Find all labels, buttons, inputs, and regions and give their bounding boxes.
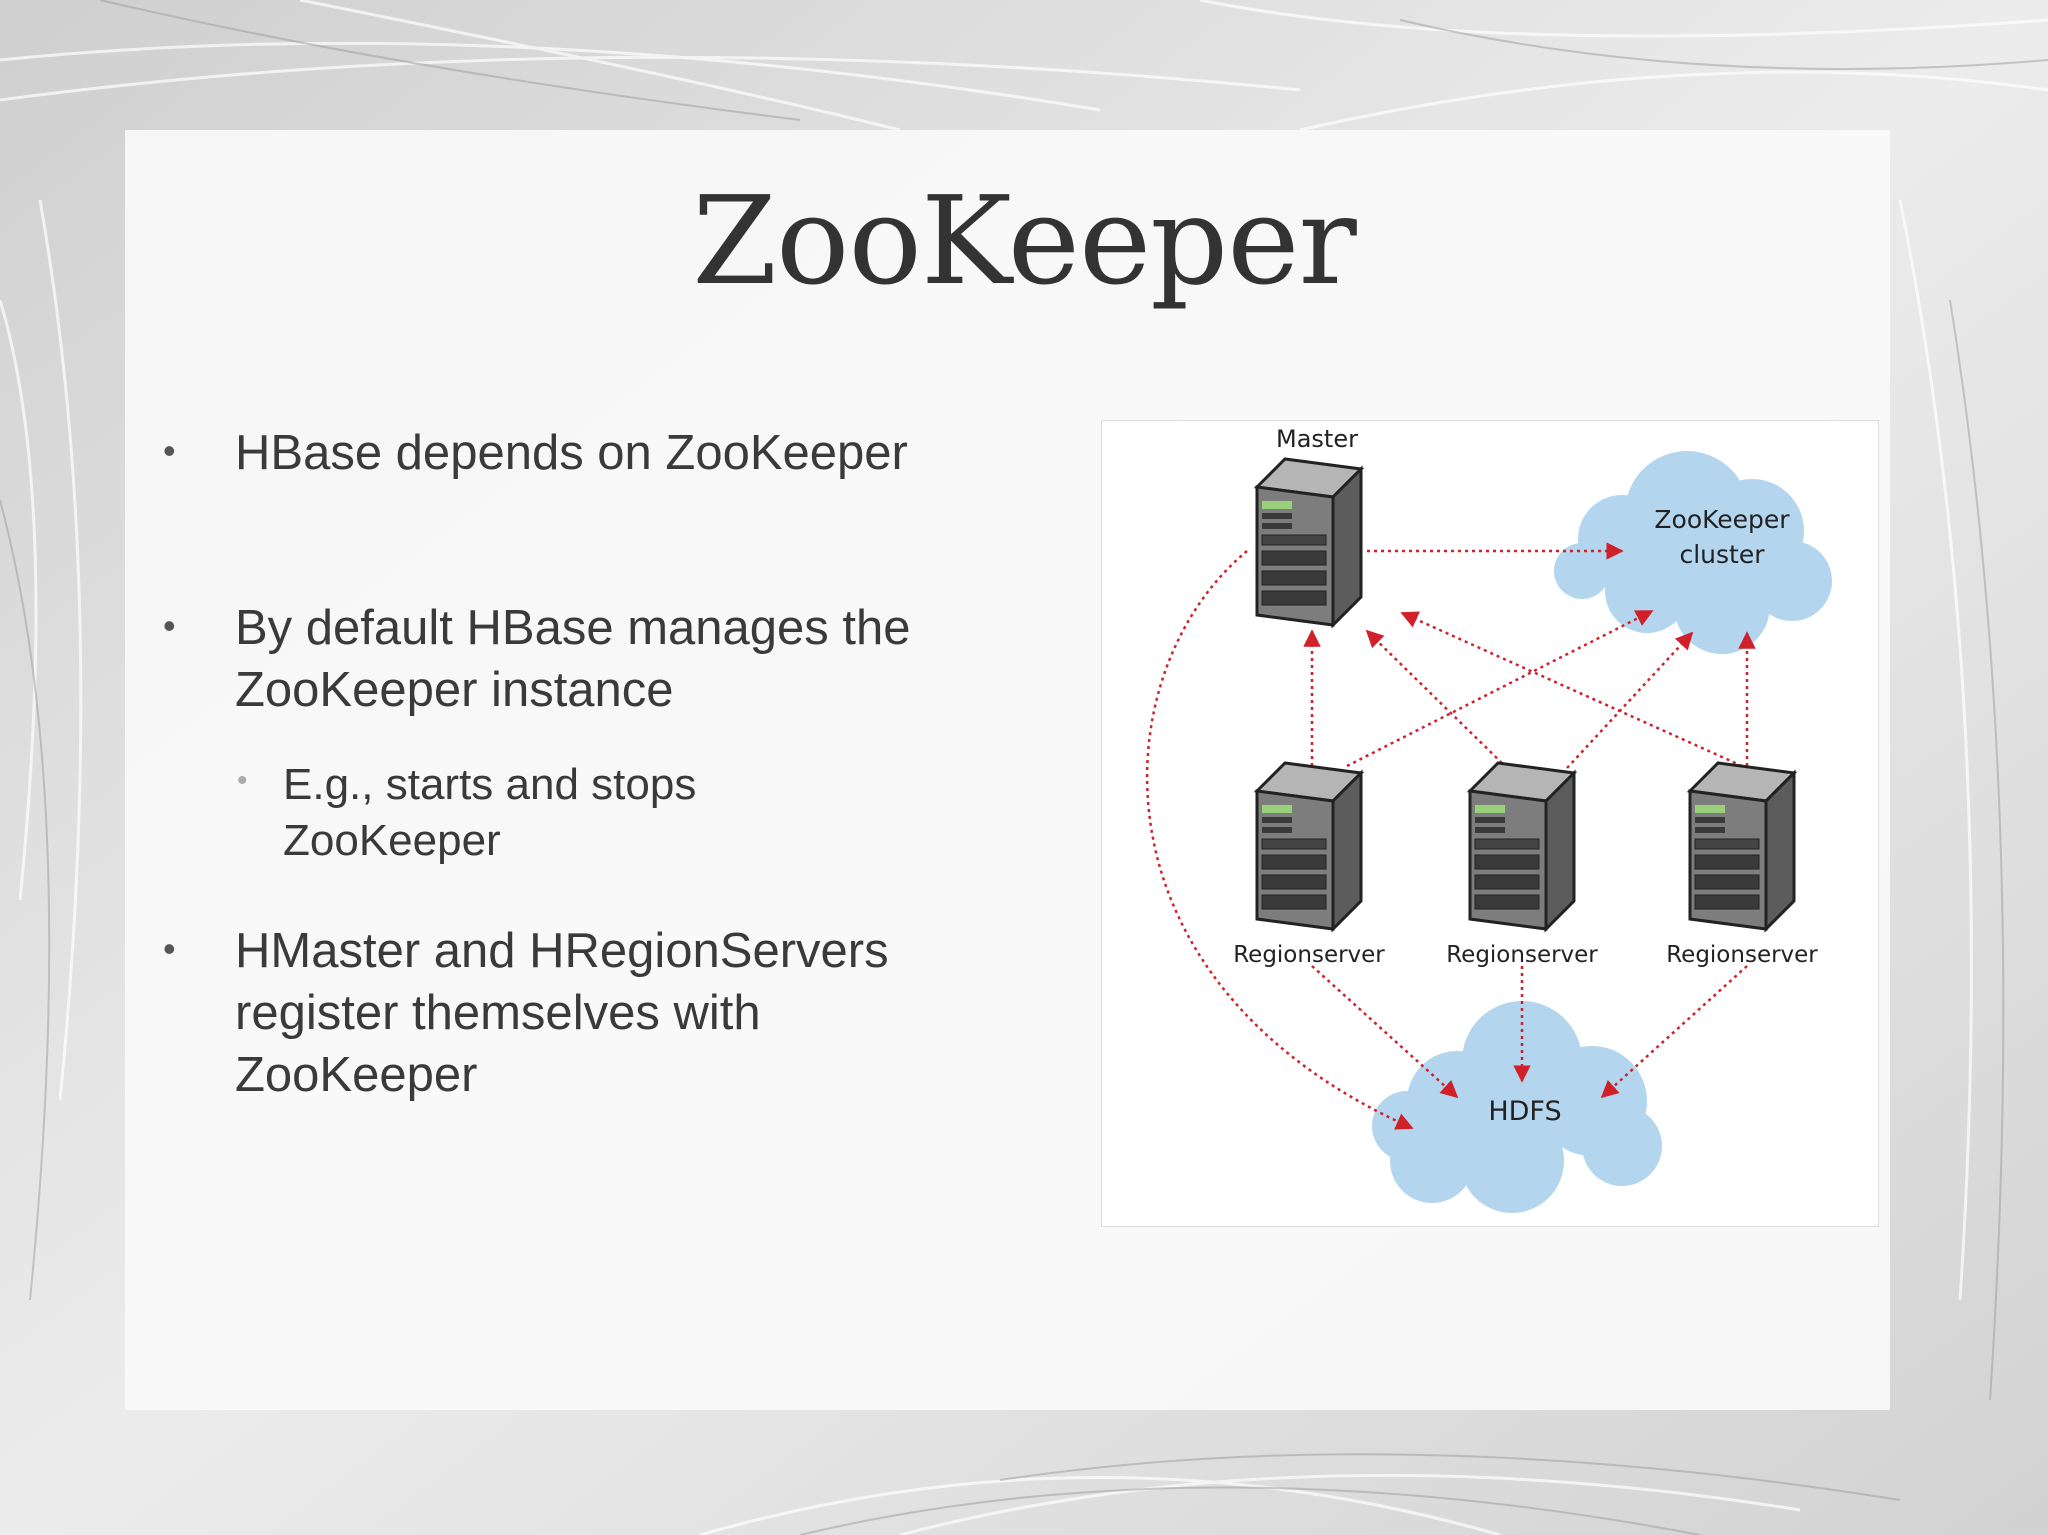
sub-bullet-item: • E.g., starts and stops ZooKeeper — [237, 757, 843, 869]
bullet-item: • HBase depends on ZooKeeper — [163, 422, 965, 484]
hbase-architecture-diagram: Master ZooKeeper cluster Regionserver Re… — [1101, 420, 1879, 1227]
bullet-item: • By default HBase manages the ZooKeeper… — [163, 597, 965, 721]
regionserver-icon — [1468, 761, 1576, 931]
sub-bullet-text: E.g., starts and stops ZooKeeper — [283, 760, 697, 865]
sub-bullet-dot: • — [237, 764, 248, 797]
bullet-dot: • — [163, 605, 176, 646]
bullet-item: • HMaster and HRegionServers register th… — [163, 920, 965, 1106]
zookeeper-label: ZooKeeper — [1654, 505, 1790, 534]
zookeeper-cluster-label: cluster — [1679, 540, 1765, 569]
regionserver-label: Regionserver — [1446, 942, 1598, 968]
bullet-text: HBase depends on ZooKeeper — [235, 426, 908, 480]
bullet-dot: • — [163, 928, 176, 969]
hdfs-label: HDFS — [1488, 1096, 1561, 1127]
zookeeper-cloud — [1554, 451, 1832, 654]
regionserver-icon — [1255, 761, 1363, 931]
regionserver-icon — [1688, 761, 1796, 931]
master-server-icon — [1255, 457, 1363, 627]
bullet-dot: • — [163, 430, 176, 471]
regionserver-label: Regionserver — [1233, 942, 1385, 968]
connection-arrows — [1145, 542, 1756, 1130]
regionserver-label: Regionserver — [1666, 942, 1818, 968]
bullet-text: By default HBase manages the ZooKeeper i… — [235, 601, 911, 717]
master-label: Master — [1276, 425, 1358, 453]
bullet-text: HMaster and HRegionServers register them… — [235, 924, 889, 1102]
slide-title: ZooKeeper — [692, 170, 1357, 312]
